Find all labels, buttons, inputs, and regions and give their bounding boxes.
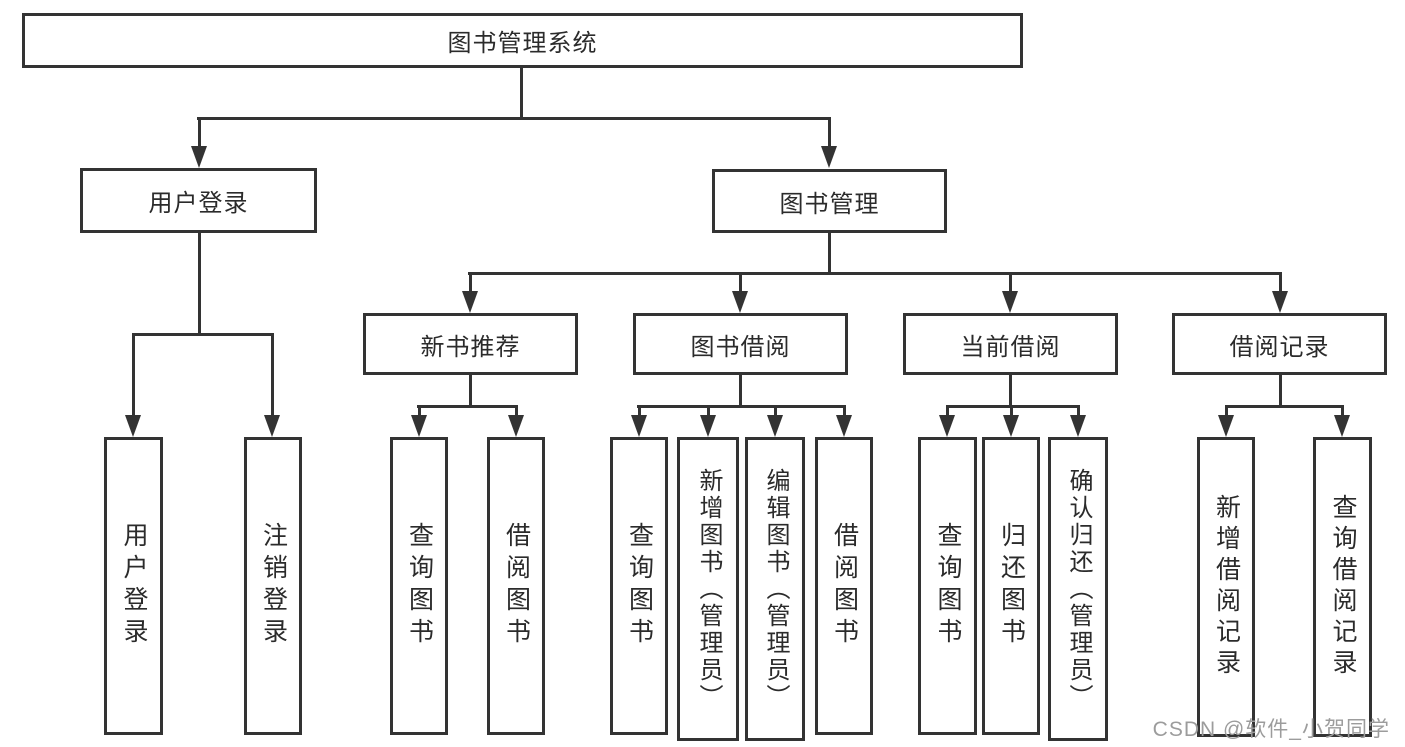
connector-line <box>1279 375 1282 407</box>
arrowhead-down-icon <box>767 415 783 437</box>
connector-line <box>515 405 518 418</box>
arrowhead-down-icon <box>1003 415 1019 437</box>
arrowhead-down-icon <box>191 146 207 168</box>
node-label: 新增借阅记录 <box>1212 494 1241 680</box>
connector-line <box>1009 375 1012 407</box>
node-borrow-books-recommend: 借阅图书 <box>487 437 545 735</box>
connector-line <box>1225 405 1344 408</box>
connector-line <box>520 68 523 120</box>
node-label: 查询图书 <box>405 522 434 650</box>
arrowhead-down-icon <box>1002 291 1018 313</box>
arrowhead-down-icon <box>125 415 141 437</box>
csdn-watermark: CSDN @软件_小贺同学 <box>1152 718 1390 741</box>
connector-line <box>739 272 742 294</box>
arrowhead-down-icon <box>411 415 427 437</box>
node-library-management-system: 图书管理系统 <box>22 13 1023 68</box>
connector-line <box>707 405 710 418</box>
node-logout: 注销登录 <box>244 437 302 735</box>
connector-line <box>418 405 421 418</box>
connector-line <box>198 117 201 150</box>
node-user-login-group: 用户登录 <box>80 168 317 233</box>
node-user-login: 用户登录 <box>104 437 163 735</box>
connector-line <box>1010 405 1013 418</box>
node-query-books-recommend: 查询图书 <box>390 437 448 735</box>
connector-line <box>828 233 831 275</box>
arrowhead-down-icon <box>732 291 748 313</box>
node-query-books-current: 查询图书 <box>918 437 977 735</box>
arrowhead-down-icon <box>1070 415 1086 437</box>
node-borrow-books: 借阅图书 <box>815 437 873 735</box>
node-borrowing-records: 借阅记录 <box>1172 313 1387 375</box>
connector-line <box>946 405 949 418</box>
connector-line <box>417 405 517 408</box>
arrowhead-down-icon <box>462 291 478 313</box>
node-add-borrow-record: 新增借阅记录 <box>1197 437 1255 737</box>
connector-line <box>637 405 846 408</box>
connector-line <box>828 117 831 150</box>
connector-line <box>132 333 274 336</box>
node-label: 借阅图书 <box>502 522 531 650</box>
node-add-books-admin: 新增图书（管理员） <box>677 437 739 741</box>
connector-line <box>469 272 472 294</box>
connector-line <box>843 405 846 418</box>
node-query-books-borrowing: 查询图书 <box>610 437 668 735</box>
node-label: 查询图书 <box>934 522 962 650</box>
arrowhead-down-icon <box>821 146 837 168</box>
node-current-borrowing: 当前借阅 <box>903 313 1118 375</box>
connector-line <box>198 232 201 336</box>
node-book-management: 图书管理 <box>712 169 947 233</box>
arrowhead-down-icon <box>836 415 852 437</box>
arrowhead-down-icon <box>264 415 280 437</box>
node-label: 注销登录 <box>259 522 288 650</box>
node-confirm-return-admin: 确认归还（管理员） <box>1048 437 1108 741</box>
node-book-borrowing: 图书借阅 <box>633 313 848 375</box>
arrowhead-down-icon <box>1334 415 1350 437</box>
node-label: 确认归还（管理员） <box>1065 467 1092 711</box>
arrowhead-down-icon <box>1218 415 1234 437</box>
node-label: 编辑图书（管理员） <box>762 467 789 711</box>
connector-line <box>638 405 641 418</box>
connector-line <box>197 117 831 120</box>
node-query-borrow-record: 查询借阅记录 <box>1313 437 1372 737</box>
node-label: 借阅图书 <box>830 522 859 650</box>
node-label: 新增图书（管理员） <box>695 467 722 711</box>
node-label: 归还图书 <box>997 522 1026 650</box>
connector-line <box>271 333 274 418</box>
connector-line <box>946 405 1080 408</box>
connector-line <box>774 405 777 418</box>
connector-line <box>468 272 1281 275</box>
connector-line <box>1077 405 1080 418</box>
node-new-book-recommendation: 新书推荐 <box>363 313 578 375</box>
arrowhead-down-icon <box>700 415 716 437</box>
node-edit-books-admin: 编辑图书（管理员） <box>745 437 805 741</box>
node-label: 查询图书 <box>625 522 654 650</box>
arrowhead-down-icon <box>631 415 647 437</box>
arrowhead-down-icon <box>1272 291 1288 313</box>
node-return-books: 归还图书 <box>982 437 1040 735</box>
connector-line <box>132 333 135 418</box>
connector-line <box>1009 272 1012 294</box>
arrowhead-down-icon <box>939 415 955 437</box>
connector-line <box>739 375 742 407</box>
connector-line <box>1341 405 1344 418</box>
arrowhead-down-icon <box>508 415 524 437</box>
connector-line <box>1225 405 1228 418</box>
connector-line <box>1279 272 1282 294</box>
connector-line <box>469 375 472 407</box>
node-label: 用户登录 <box>120 522 148 650</box>
node-label: 查询借阅记录 <box>1329 494 1357 680</box>
